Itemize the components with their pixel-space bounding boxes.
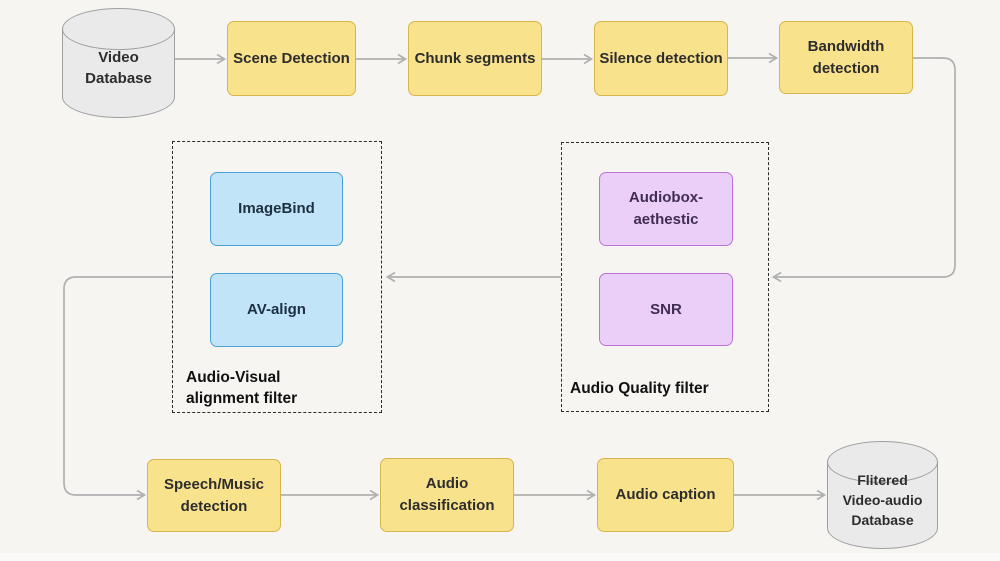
video-database-node: Video Database <box>62 8 175 118</box>
video-database-line2: Database <box>85 70 152 87</box>
scene-detection-box: Scene Detection <box>227 21 356 96</box>
av-align-label: AV-align <box>247 301 306 318</box>
cylinder-top-ellipse <box>827 441 938 483</box>
filtered-database-label: Flitered Video-audio Database <box>827 441 938 549</box>
cylinder-top-ellipse <box>62 8 175 50</box>
audio-classification-line2: classification <box>399 497 495 514</box>
av-filter-caption-line2: alignment filter <box>186 390 298 407</box>
audio-visual-alignment-filter-caption: Audio-Visual alignment filter <box>186 367 366 409</box>
audio-classification-box: Audio classification <box>380 458 514 532</box>
bandwidth-detection-line1: Bandwidth <box>807 37 885 55</box>
audio-classification-line1: Audio <box>425 475 469 492</box>
video-database-label: Video Database <box>62 8 175 118</box>
audio-quality-filter-caption: Audio Quality filter <box>570 378 760 399</box>
imagebind-label: ImageBind <box>238 200 315 217</box>
snr-box: SNR <box>599 273 733 346</box>
arrow-bandwidth-detection-to-audio-quality-filter <box>771 57 956 283</box>
scene-detection-label: Scene Detection <box>233 49 350 67</box>
bandwidth-detection-line2: detection <box>812 59 880 77</box>
av-filter-caption-line1: Audio-Visual <box>186 369 281 386</box>
speech-music-detection-box: Speech/Music detection <box>147 459 281 532</box>
chunk-segments-label: Chunk segments <box>414 49 536 67</box>
snr-label: SNR <box>650 300 682 318</box>
video-database-line1: Video <box>98 49 139 66</box>
audio-caption-label: Audio caption <box>615 486 716 503</box>
av-align-box: AV-align <box>210 273 343 347</box>
speech-music-line2: detection <box>180 497 248 515</box>
audiobox-aethestic-line1: Audiobox- <box>628 189 704 206</box>
silence-detection-label: Silence detection <box>599 49 723 67</box>
aq-filter-caption-line: Audio Quality filter <box>570 380 709 397</box>
filtered-database-line1: Flitered <box>857 472 908 488</box>
arrow-audio-visual-filter-to-speech-music-detection <box>63 276 172 501</box>
audio-visual-alignment-filter-group <box>172 141 382 413</box>
audio-quality-filter-group <box>561 142 769 412</box>
audio-caption-box: Audio caption <box>597 458 734 532</box>
bottom-letterbox-strip <box>0 553 1000 561</box>
filtered-database-line2: Video-audio <box>842 492 923 508</box>
filtered-database-line3: Database <box>851 512 914 528</box>
speech-music-line1: Speech/Music <box>163 475 265 493</box>
bandwidth-detection-box: Bandwidth detection <box>779 21 913 94</box>
chunk-segments-box: Chunk segments <box>408 21 542 96</box>
filtered-database-node: Flitered Video-audio Database <box>827 441 938 549</box>
audiobox-aethestic-box: Audiobox- aethestic <box>599 172 733 246</box>
audiobox-aethestic-line2: aethestic <box>633 211 699 228</box>
imagebind-box: ImageBind <box>210 172 343 246</box>
silence-detection-box: Silence detection <box>594 21 728 96</box>
